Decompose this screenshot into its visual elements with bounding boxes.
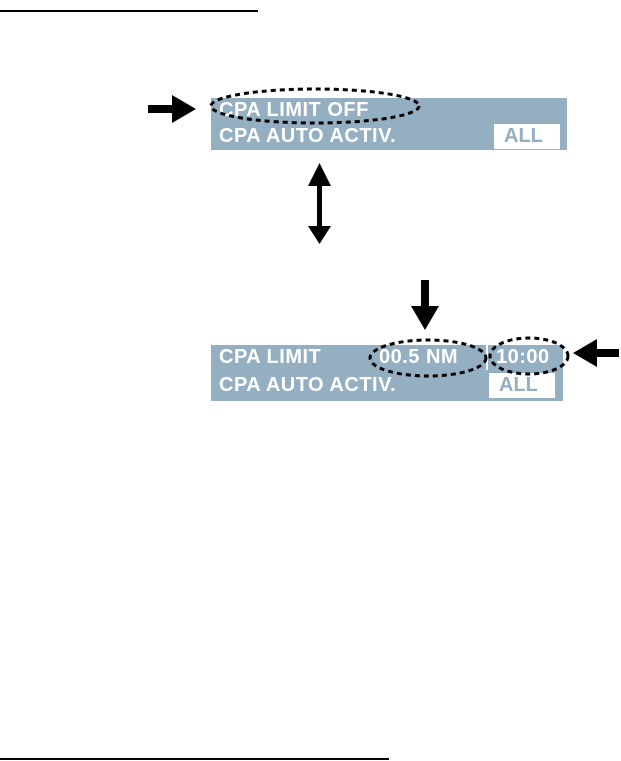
cpa-limit-label: CPA LIMIT (219, 345, 321, 370)
right-arrow-icon (148, 95, 196, 123)
cpa-limit-time[interactable]: 10:00 (496, 345, 550, 370)
bottom-rule (0, 758, 389, 760)
double-arrow-icon (308, 163, 331, 244)
cpa-limit-off-row[interactable]: CPA LIMIT OFF (211, 98, 567, 123)
left-arrow-icon (573, 339, 619, 367)
cpa-limit-off-label: CPA LIMIT OFF (219, 98, 369, 123)
cpa-auto-activ-value-2: ALL (499, 373, 538, 398)
cpa-auto-activ-row-2[interactable]: CPA AUTO ACTIV. ALL (211, 373, 563, 398)
down-arrow-icon (411, 280, 439, 330)
cpa-auto-activ-value: ALL (504, 124, 543, 149)
cpa-auto-activ-value-box-2[interactable]: ALL (489, 373, 555, 398)
cpa-panel-on: CPA LIMIT 00.5 NM 10:00 CPA AUTO ACTIV. … (211, 345, 563, 401)
cpa-auto-activ-value-box[interactable]: ALL (494, 124, 560, 149)
cpa-auto-activ-label-2: CPA AUTO ACTIV. (219, 373, 396, 398)
cpa-limit-row[interactable]: CPA LIMIT 00.5 NM 10:00 (211, 345, 563, 370)
cpa-panel-off: CPA LIMIT OFF CPA AUTO ACTIV. ALL (211, 98, 567, 150)
top-rule (0, 10, 258, 12)
value-divider (486, 345, 488, 370)
cpa-limit-distance[interactable]: 00.5 NM (379, 345, 458, 370)
cpa-auto-activ-label: CPA AUTO ACTIV. (219, 124, 396, 149)
cpa-auto-activ-row[interactable]: CPA AUTO ACTIV. ALL (211, 124, 567, 149)
